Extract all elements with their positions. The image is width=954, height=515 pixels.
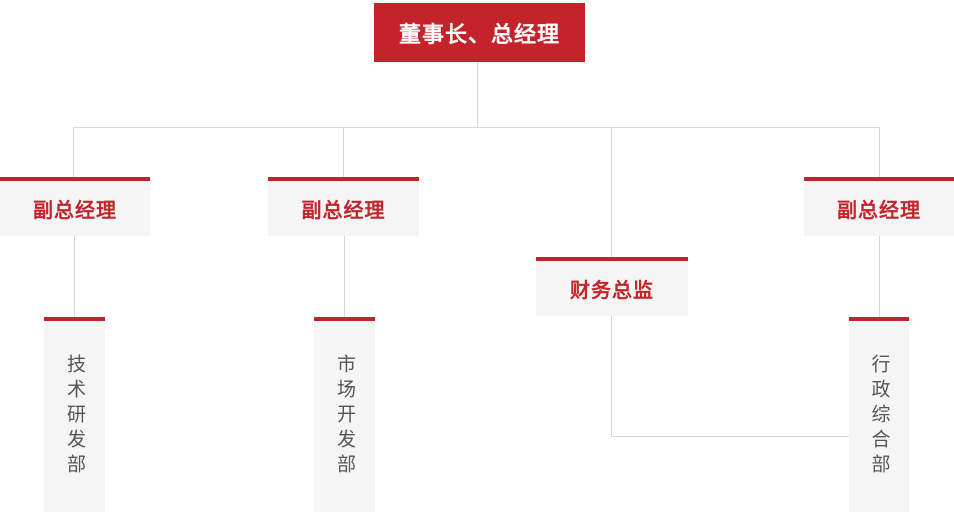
node-dept-admin-general: 行政综合部 <box>849 317 909 512</box>
connector-drop-vp-left <box>73 127 74 177</box>
connector-cfo-to-dept-admin <box>611 436 849 437</box>
node-label: 副总经理 <box>301 200 386 222</box>
node-cfo: 财务总监 <box>536 257 688 316</box>
connector-root-down <box>477 62 478 127</box>
node-dept-tech-rnd: 技术研发部 <box>44 317 105 512</box>
node-label: 副总经理 <box>837 200 921 222</box>
node-vp-right: 副总经理 <box>804 177 954 236</box>
node-label: 技术研发部 <box>64 354 85 479</box>
connector-drop-cfo <box>611 127 612 257</box>
connector-vp-right-to-dept-admin <box>879 236 880 317</box>
connector-vp-middle-to-dept-market <box>344 236 345 317</box>
node-label: 行政综合部 <box>868 354 890 479</box>
node-vp-left: 副总经理 <box>0 177 150 236</box>
node-label: 财务总监 <box>570 280 654 302</box>
node-label: 市场开发部 <box>334 354 355 479</box>
connector-cfo-down <box>611 316 612 436</box>
node-vp-middle: 副总经理 <box>268 177 419 236</box>
connector-drop-vp-right <box>879 127 880 177</box>
connector-main-horizontal <box>73 127 880 128</box>
connector-vp-left-to-dept-tech <box>74 236 75 317</box>
node-label: 副总经理 <box>33 200 117 222</box>
node-dept-market-dev: 市场开发部 <box>314 317 375 512</box>
node-label: 董事长、总经理 <box>398 21 560 47</box>
node-chairman-general-manager: 董事长、总经理 <box>374 3 585 62</box>
connector-drop-vp-middle <box>343 127 344 177</box>
